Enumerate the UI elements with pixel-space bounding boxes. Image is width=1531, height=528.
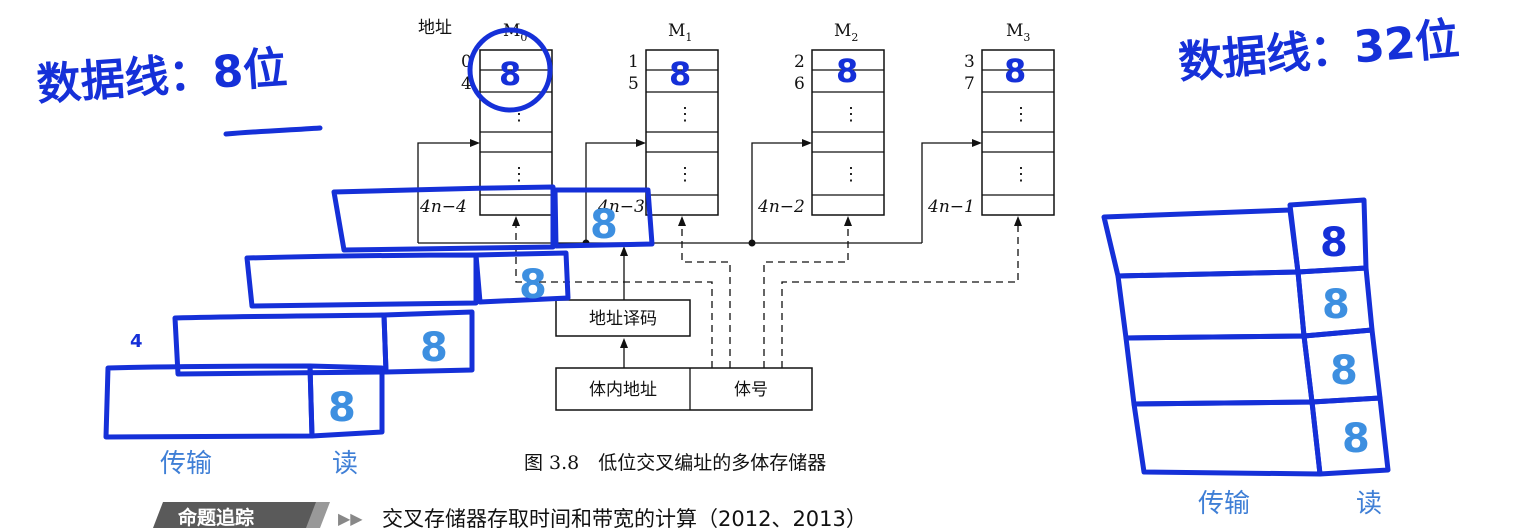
left-note-data-width: 数据线：8位 <box>35 43 289 111</box>
figure-caption: 图 3.8 低位交叉编址的多体存储器 <box>524 452 826 474</box>
right-transfer-row-1 <box>1101 207 1301 279</box>
left-transfer-row-1 <box>331 184 556 253</box>
bank-m3: M3 ⋮ ⋮ 3 7 4n−1 <box>927 21 1055 217</box>
right-read-cell-4 <box>1309 395 1391 477</box>
bank-m2-addr-2: 2 <box>794 52 805 72</box>
bank-m0-addr-1: 4 <box>461 74 472 94</box>
right-read-value-3: 8 <box>1330 348 1358 394</box>
address-register: 体内地址 体号 <box>555 367 813 411</box>
handwritten-annotations: 数据线：8位 数据线：32位 8 8 8 8 8 8 8 8 4 传输 读 <box>35 14 1461 519</box>
bank-m0-addr-last: 4n−4 <box>419 197 467 217</box>
bank-m2-hand-8: 8 <box>836 52 858 90</box>
bank-m1-addr-last: 4n−3 <box>597 197 645 217</box>
right-transfer-row-4 <box>1131 399 1323 477</box>
bank-m3-ellipsis-2: ⋮ <box>1012 164 1030 185</box>
bank-m3-hand-8: 8 <box>1004 52 1026 90</box>
left-read-cell-4 <box>307 363 385 439</box>
bank-m2-name: M2 <box>834 21 858 44</box>
right-read-label: 读 <box>1356 489 1382 519</box>
bank-m3-addr-7: 7 <box>964 74 975 94</box>
bank-m2-addr-6: 6 <box>794 74 805 94</box>
left-read-value-2: 8 <box>519 262 547 308</box>
bank-m2-ellipsis-1: ⋮ <box>842 104 860 125</box>
decoder-label: 地址译码 <box>589 309 657 329</box>
address-header: 地址 <box>418 18 452 38</box>
left-transfer-row-2 <box>244 252 479 309</box>
bank-m1-addr-1: 1 <box>628 52 639 72</box>
bank-m1-name: M1 <box>668 21 692 44</box>
bank-m3-ellipsis-1: ⋮ <box>1012 104 1030 125</box>
banner-title: 交叉存储器存取时间和带宽的计算（2012、2013） <box>382 507 867 528</box>
bank-m3-name: M3 <box>1006 21 1030 44</box>
left-stray-mark: 4 <box>130 331 143 352</box>
bank-m0-ellipsis-2: ⋮ <box>510 164 528 185</box>
left-timeline: 8 8 8 8 4 传输 读 <box>103 184 655 479</box>
right-timeline: 8 8 8 8 传输 读 <box>1101 197 1391 519</box>
right-note-data-width: 数据线：32位 <box>1177 14 1462 89</box>
banner-arrow-icon: ▶▶ <box>338 509 363 528</box>
bank-m1-addr-5: 5 <box>628 74 639 94</box>
banner-tag-shape <box>153 502 318 528</box>
left-read-cell-3 <box>381 309 475 375</box>
right-read-value-4: 8 <box>1342 416 1370 462</box>
bank-select-lines <box>512 216 1022 368</box>
bank-m0-hand-8: 8 <box>499 55 521 93</box>
left-read-cell-1 <box>552 187 655 249</box>
right-transfer-row-3 <box>1123 333 1315 407</box>
intra-bank-address-field: 体内地址 <box>589 380 657 400</box>
m0-highlight-circle <box>467 27 553 113</box>
bank-number-field: 体号 <box>734 380 768 400</box>
left-read-label: 读 <box>332 449 358 479</box>
right-transfer-row-2 <box>1115 269 1307 341</box>
left-read-value-3: 8 <box>420 325 448 371</box>
section-banner: 命题追踪 ▶▶ 交叉存储器存取时间和带宽的计算（2012、2013） <box>153 502 867 528</box>
bank-m1: M1 ⋮ ⋮ 1 5 4n−3 <box>597 21 719 217</box>
right-read-value-1: 8 <box>1320 220 1348 266</box>
left-transfer-row-4 <box>103 363 315 440</box>
bank-m2: M2 ⋮ ⋮ 2 6 4n−2 <box>757 21 885 217</box>
left-read-value-1: 8 <box>590 202 618 248</box>
banner-tag: 命题追踪 <box>178 506 254 528</box>
bank-m3-addr-last: 4n−1 <box>927 197 975 217</box>
left-read-value-4: 8 <box>328 385 356 431</box>
bank-m0-addr-0: 0 <box>461 52 472 72</box>
address-bus <box>417 139 982 300</box>
left-note-underline <box>223 125 323 137</box>
right-read-value-2: 8 <box>1322 282 1350 328</box>
left-transfer-label: 传输 <box>160 449 212 479</box>
bank-m1-ellipsis-1: ⋮ <box>676 104 694 125</box>
bank-m2-ellipsis-2: ⋮ <box>842 164 860 185</box>
left-read-cell-2 <box>473 250 571 305</box>
right-transfer-label: 传输 <box>1198 489 1250 519</box>
bank-m1-hand-8: 8 <box>669 55 691 93</box>
address-decoder: 地址译码 <box>555 299 691 368</box>
bank-m1-ellipsis-2: ⋮ <box>676 164 694 185</box>
bank-m2-addr-last: 4n−2 <box>757 197 805 217</box>
bank-m3-addr-3: 3 <box>964 52 975 72</box>
